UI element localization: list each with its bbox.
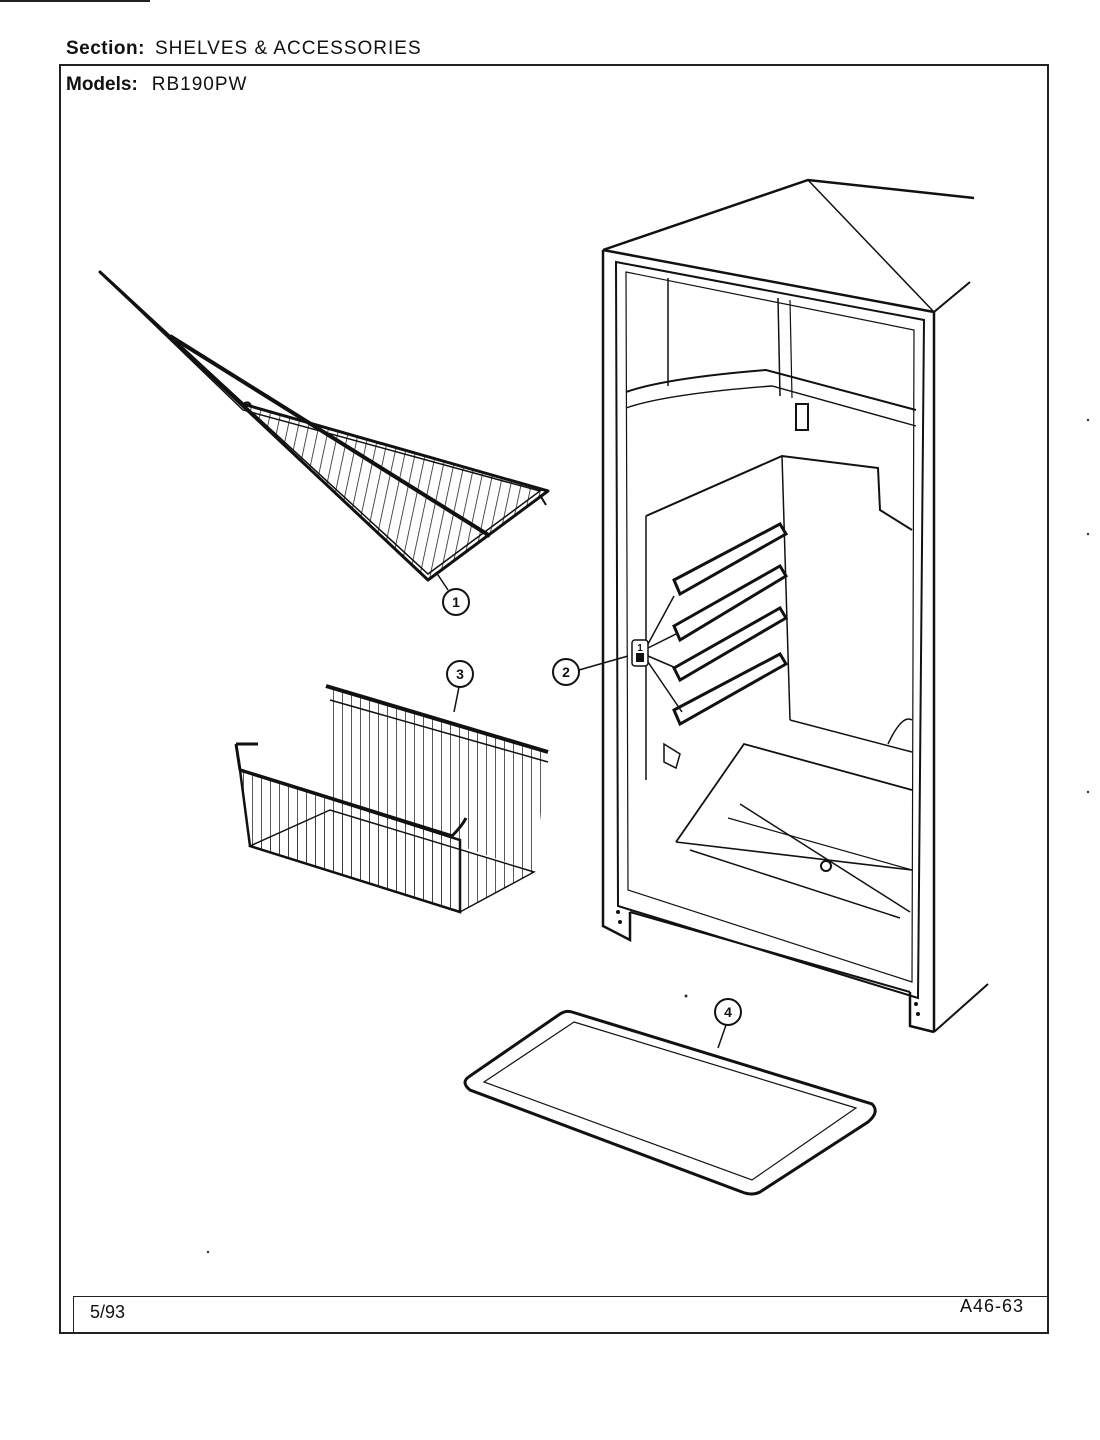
models-heading: Models: RB190PW (66, 74, 247, 96)
callout-4-label: 4 (724, 1004, 732, 1020)
wire-basket (234, 684, 549, 914)
callout-4: 4 (714, 998, 742, 1049)
refrigerator-cabinet (601, 178, 989, 1034)
footer-side-rule (73, 1296, 74, 1332)
footer-date: 5/93 (90, 1302, 126, 1322)
footer-page-code: A46-63 (960, 1296, 1025, 1316)
diagram-frame (59, 64, 1049, 1334)
callout-3-label: 3 (456, 666, 464, 682)
section-heading: Section: SHELVES & ACCESSORIES (66, 38, 422, 60)
section-value: SHELVES & ACCESSORIES (154, 38, 422, 59)
wire-shelf (98, 270, 550, 582)
callout-2-label: 2 (562, 664, 570, 680)
footer-rule (73, 1296, 1048, 1297)
callout-1: 1 (435, 571, 470, 616)
section-label: Section: (66, 38, 145, 59)
callout-1-label: 1 (452, 594, 460, 610)
scan-edge-line (0, 0, 150, 2)
callout-2-sub-label: 1 (637, 643, 643, 654)
callout-3: 3 (446, 660, 474, 713)
models-label: Models: (66, 74, 138, 95)
models-value: RB190PW (151, 74, 248, 95)
shelf-supports (672, 522, 789, 727)
crisper-cover (463, 1009, 877, 1196)
callout-2: 2 1 (552, 595, 683, 713)
